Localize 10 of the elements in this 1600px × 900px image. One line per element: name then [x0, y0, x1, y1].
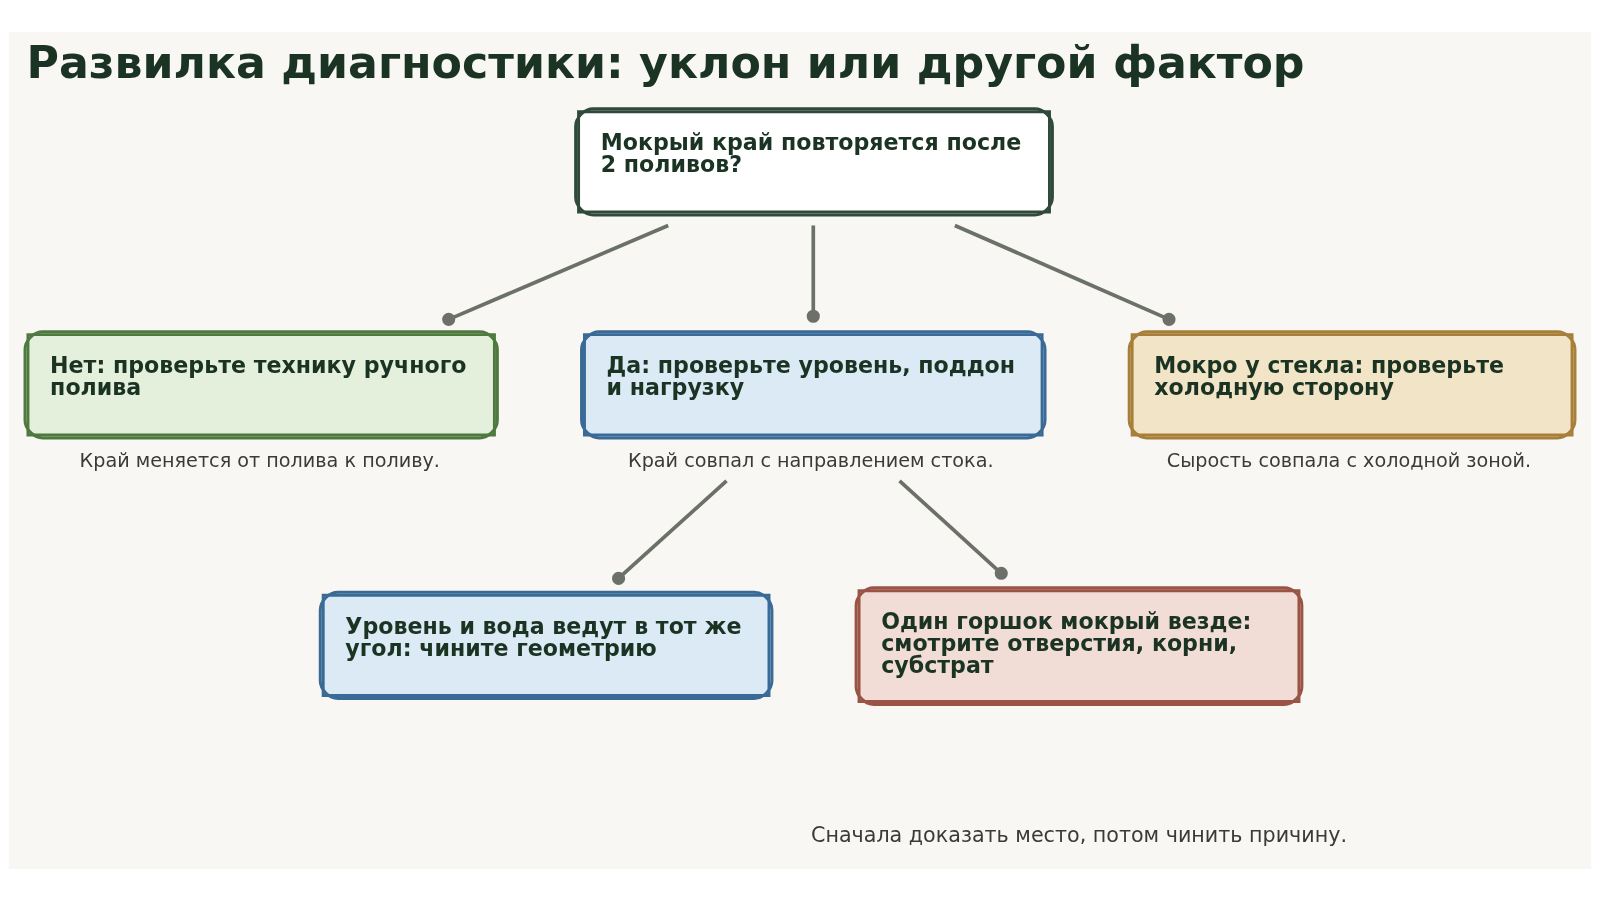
node-label: Сырость совпала с холодной зоной. [1166, 448, 1532, 472]
diagram-title: Развилка диагностики: уклон или другой фактор [26, 36, 1305, 88]
connector [612, 479, 728, 585]
connector [442, 223, 669, 326]
node-label: Край совпал с направлением стока. [628, 448, 994, 472]
connector [898, 479, 1008, 580]
connector [954, 223, 1176, 326]
connector [806, 224, 820, 323]
node-label: Край меняется от полива к поливу. [79, 448, 440, 472]
caption: Сначала доказать место, потом чинить причину. [810, 822, 1348, 847]
